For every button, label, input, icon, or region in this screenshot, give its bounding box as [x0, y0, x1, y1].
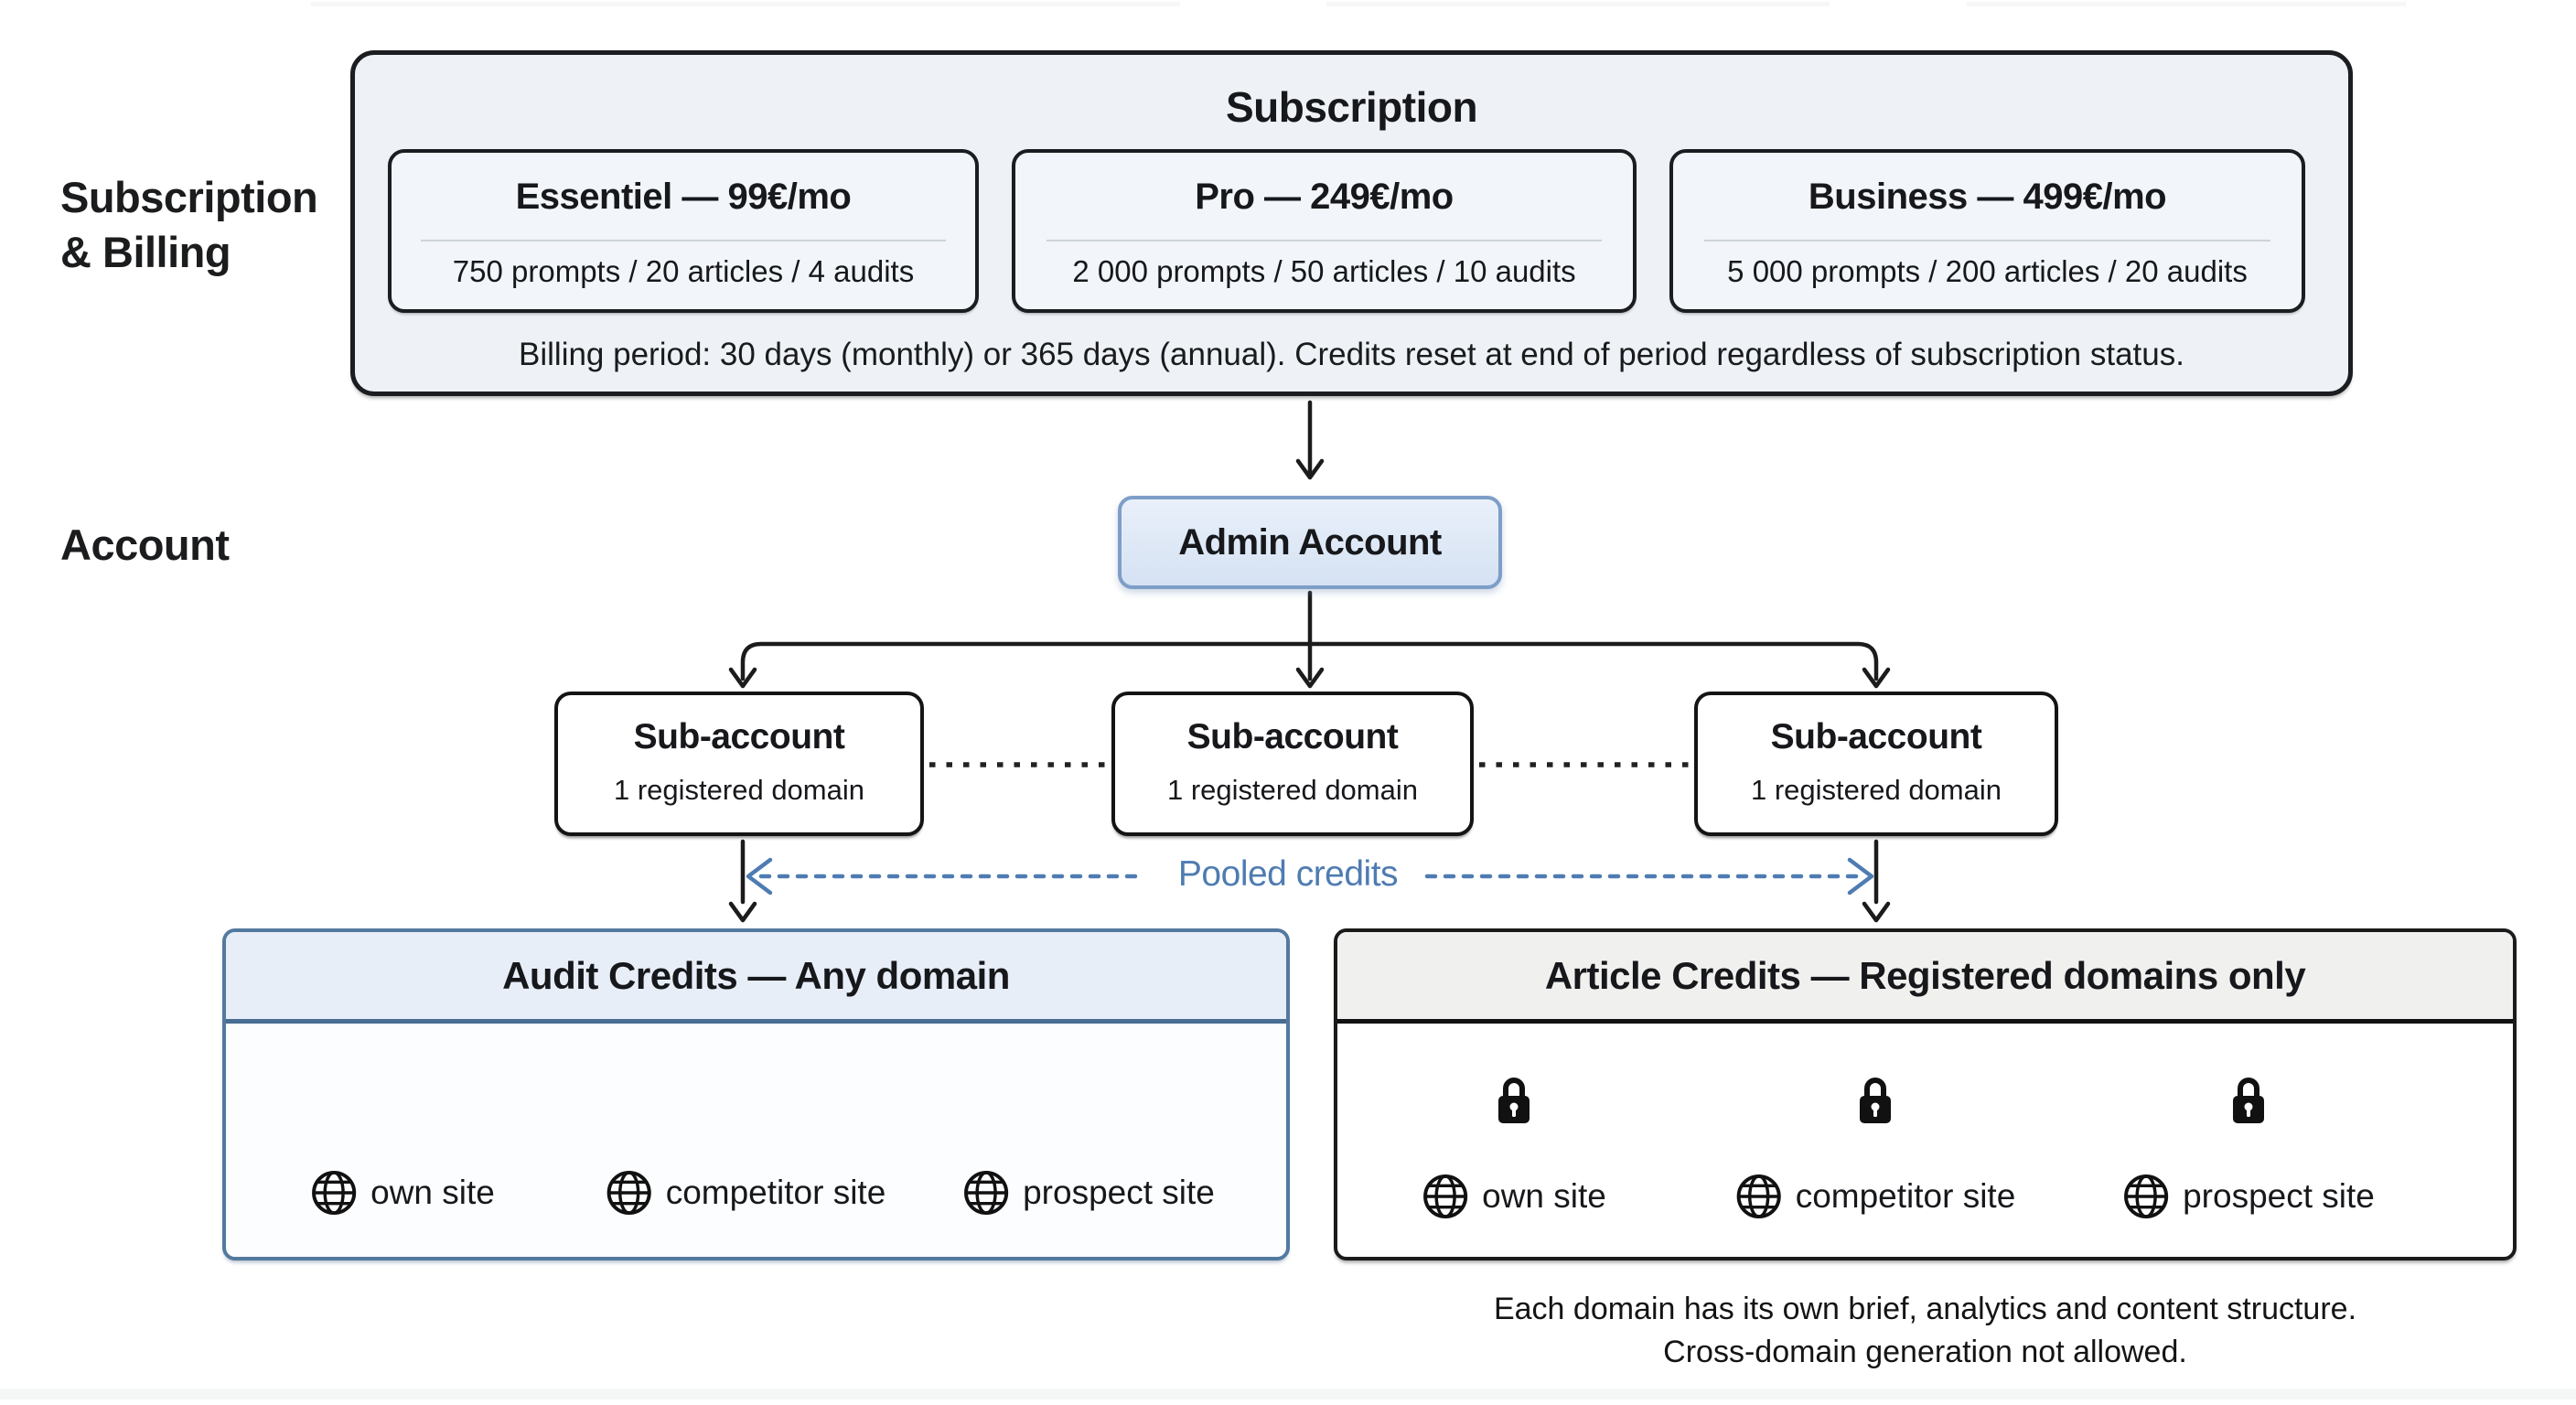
plan-card-essentiel: Essentiel — 99€/mo 750 prompts / 20 arti… [388, 149, 979, 313]
globe-icon [1423, 1174, 1468, 1219]
article-credits-header: Article Credits — Registered domains onl… [1337, 932, 2513, 1024]
cross-domain-note: Each domain has its own brief, analytics… [1334, 1288, 2517, 1374]
plan-card-business: Business — 499€/mo 5 000 prompts / 200 a… [1669, 149, 2305, 313]
admin-account-box: Admin Account [1118, 496, 1502, 589]
section-label-account: Account [60, 518, 230, 573]
leaf-label: prospect site [1023, 1174, 1215, 1211]
sub-account-box-3: Sub-account 1 registered domain [1694, 692, 2058, 836]
audit-leaf-competitor-site: competitor site [606, 1169, 886, 1217]
edge-artifact-top [1967, 2, 2406, 6]
note-line-2: Cross-domain generation not allowed. [1663, 1335, 2187, 1369]
plan-name: Essentiel — 99€/mo [515, 177, 852, 217]
globe-icon [964, 1170, 1009, 1216]
plan-quota: 750 prompts / 20 articles / 4 audits [452, 254, 915, 288]
arrowhead-subscription-to-admin [1295, 458, 1325, 480]
article-leaf-competitor-site: competitor site [1735, 1173, 2016, 1220]
audit-credits-box: Audit Credits — Any domain [222, 928, 1290, 1260]
leaf-label: competitor site [665, 1174, 886, 1211]
admin-account-label: Admin Account [1178, 521, 1442, 563]
plan-name: Pro — 249€/mo [1195, 177, 1454, 217]
article-credits-box: Article Credits — Registered domains onl… [1334, 928, 2517, 1260]
sub-account-box-1: Sub-account 1 registered domain [554, 692, 924, 836]
plan-quota: 5 000 prompts / 200 articles / 20 audits [1727, 254, 2248, 288]
subscription-title: Subscription [1225, 83, 1478, 131]
sub-account-title: Sub-account [633, 717, 845, 756]
lock-icon [1498, 1078, 1530, 1123]
lock-icon [2233, 1078, 2264, 1123]
arrowhead-sub1-to-audit [728, 901, 757, 923]
globe-icon [606, 1170, 651, 1216]
pooled-credits-arrowhead-left [746, 857, 773, 896]
section-label-line2: & Billing [60, 228, 231, 276]
sub-account-box-2: Sub-account 1 registered domain [1111, 692, 1474, 836]
section-label-line1: Subscription [60, 173, 318, 221]
lock-icon [1860, 1078, 1891, 1123]
leaf-label: competitor site [1795, 1177, 2016, 1215]
audit-leaf-own-site: own site [310, 1169, 495, 1217]
arrowhead-sub3-to-article [1862, 901, 1891, 923]
arrowhead-subaccount-2 [1295, 667, 1325, 689]
audit-credits-title: Audit Credits — Any domain [502, 953, 1010, 997]
article-leaf-prospect-site: prospect site [2122, 1173, 2375, 1220]
sub-account-subtitle: 1 registered domain [1167, 774, 1418, 806]
plan-divider [1704, 240, 2270, 241]
plan-divider [1046, 240, 1603, 241]
edge-artifact-top [1326, 2, 1830, 6]
billing-note: Billing period: 30 days (monthly) or 365… [519, 337, 2184, 372]
globe-icon [312, 1170, 357, 1216]
plan-name: Business — 499€/mo [1808, 177, 2167, 217]
sub-account-title: Sub-account [1186, 717, 1399, 756]
pooled-credits-arrowhead-right [1847, 857, 1874, 896]
arrowhead-subaccount-3 [1862, 667, 1891, 689]
leaf-label: prospect site [2183, 1177, 2375, 1215]
edge-artifact-top [311, 2, 1180, 6]
section-label-account-text: Account [60, 520, 230, 569]
section-label-subscription-billing: Subscription & Billing [60, 170, 318, 280]
pooled-credits-label: Pooled credits [1177, 854, 1399, 894]
branch-admin-horizontal [740, 641, 1879, 681]
plan-divider [420, 240, 947, 241]
leaf-label: own site [370, 1174, 495, 1211]
sub-account-title: Sub-account [1770, 717, 1982, 756]
leaf-label: own site [1482, 1177, 1606, 1215]
plan-quota: 2 000 prompts / 50 articles / 10 audits [1072, 254, 1576, 288]
globe-icon [2124, 1174, 2169, 1219]
plan-card-pro: Pro — 249€/mo 2 000 prompts / 50 article… [1012, 149, 1637, 313]
audit-credits-header: Audit Credits — Any domain [226, 932, 1286, 1024]
sub-account-subtitle: 1 registered domain [1751, 774, 2002, 806]
sub-account-subtitle: 1 registered domain [614, 774, 864, 806]
edge-artifact-bottom [0, 1389, 2576, 1400]
globe-icon [1736, 1174, 1781, 1219]
arrowhead-subaccount-1 [728, 667, 757, 689]
article-leaf-own-site: own site [1422, 1173, 1606, 1220]
note-line-1: Each domain has its own brief, analytics… [1493, 1292, 2357, 1326]
audit-leaf-prospect-site: prospect site [962, 1169, 1215, 1217]
article-credits-title: Article Credits — Registered domains onl… [1544, 953, 2306, 997]
